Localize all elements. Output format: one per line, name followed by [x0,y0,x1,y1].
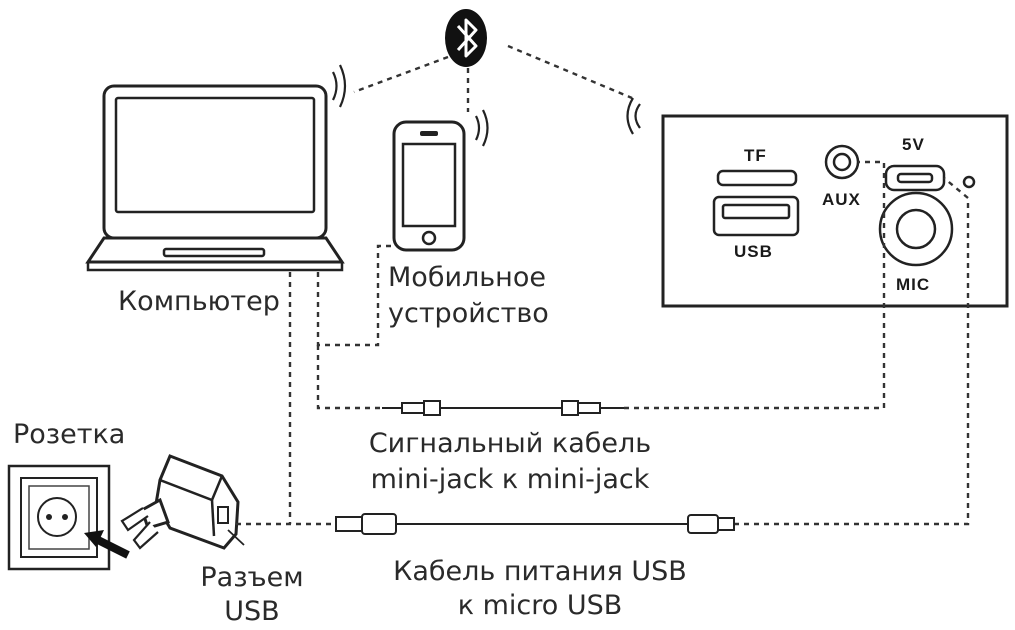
wall-socket-icon [7,464,130,571]
power-cable-label-line1: Кабель питания USB [393,556,687,587]
tf-card-slot [716,169,798,187]
signal-waves-mobile-icon [475,109,489,147]
tf-label: TF [744,146,767,165]
bt-link-computer [353,55,449,94]
power-cable-label-line2: к micro USB [457,590,623,621]
power-label: 5V [902,135,925,154]
socket-label: Розетка [13,419,126,450]
mini-jack-cable-icon [382,400,624,416]
usb-port-label-line1: Разъем [200,562,304,593]
bluetooth-icon [445,9,487,67]
aux-label: AUX [822,190,861,209]
signal-waves-speaker-icon [626,97,641,135]
mic-jack [878,191,954,267]
signal-cable-label-line2: mini-jack к mini-jack [370,464,650,495]
connection-routes [236,160,970,526]
bluetooth-links [353,44,633,112]
usb-power-adapter-icon [120,454,245,550]
usb-label: USB [734,242,773,261]
computer-label: Компьютер [118,286,280,317]
usb-power-cable-icon [335,513,735,535]
phone-icon [392,120,466,252]
signal-waves-computer-icon [332,64,347,108]
mobile-label-line2: устройство [388,298,549,329]
mic-label: MIC [896,275,931,294]
signal-cable-label-line1: Сигнальный кабель [368,428,652,459]
usb-port [712,195,800,237]
speaker-rear-panel [661,114,1009,308]
bt-link-speaker [507,44,633,100]
mobile-label-line1: Мобильное [388,262,546,293]
usb-port-label-line2: USB [224,596,280,627]
laptop-icon [85,84,345,272]
led-indicator [962,175,976,189]
